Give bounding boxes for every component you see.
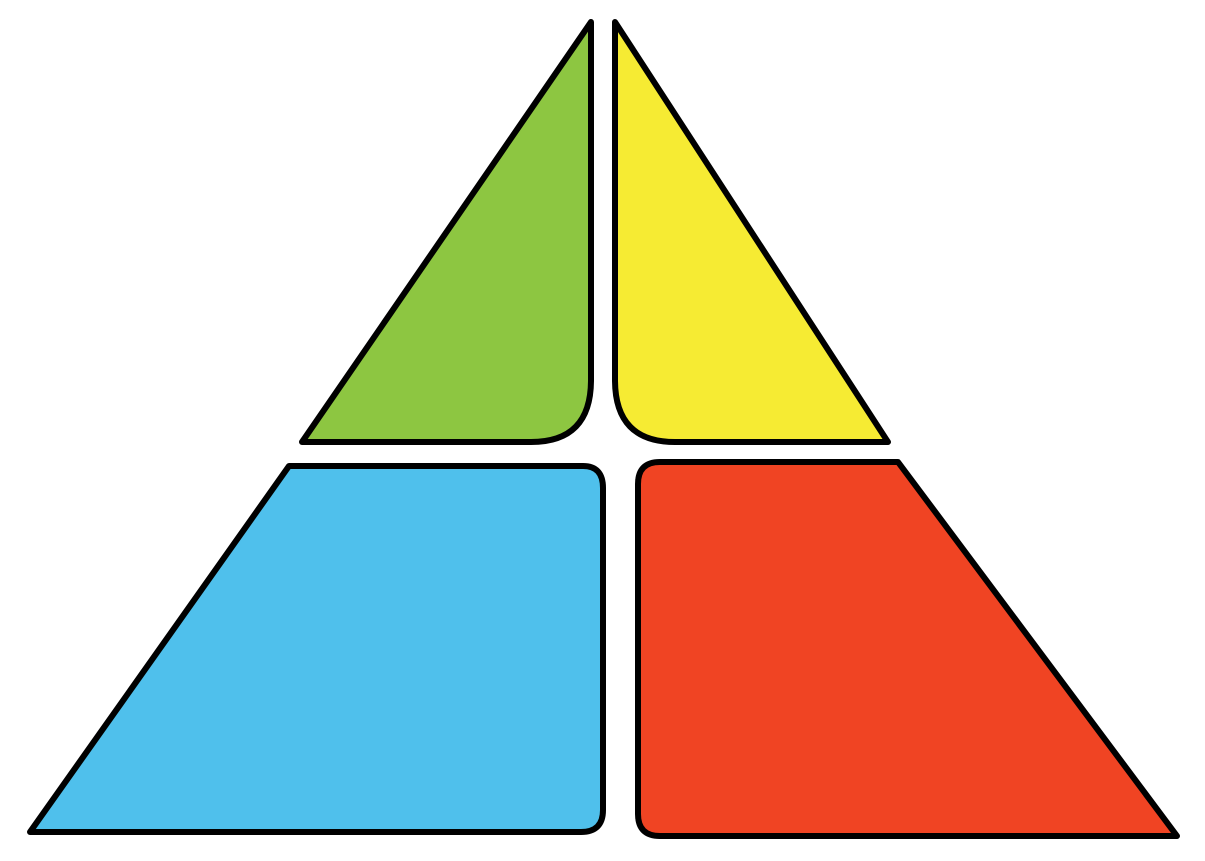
pyramid-segment-top-right <box>612 19 891 445</box>
pyramid-segment-bottom-left <box>27 463 606 835</box>
pyramid-segment-bottom-right <box>635 459 1180 839</box>
pyramid-segment-top-left <box>299 19 594 445</box>
